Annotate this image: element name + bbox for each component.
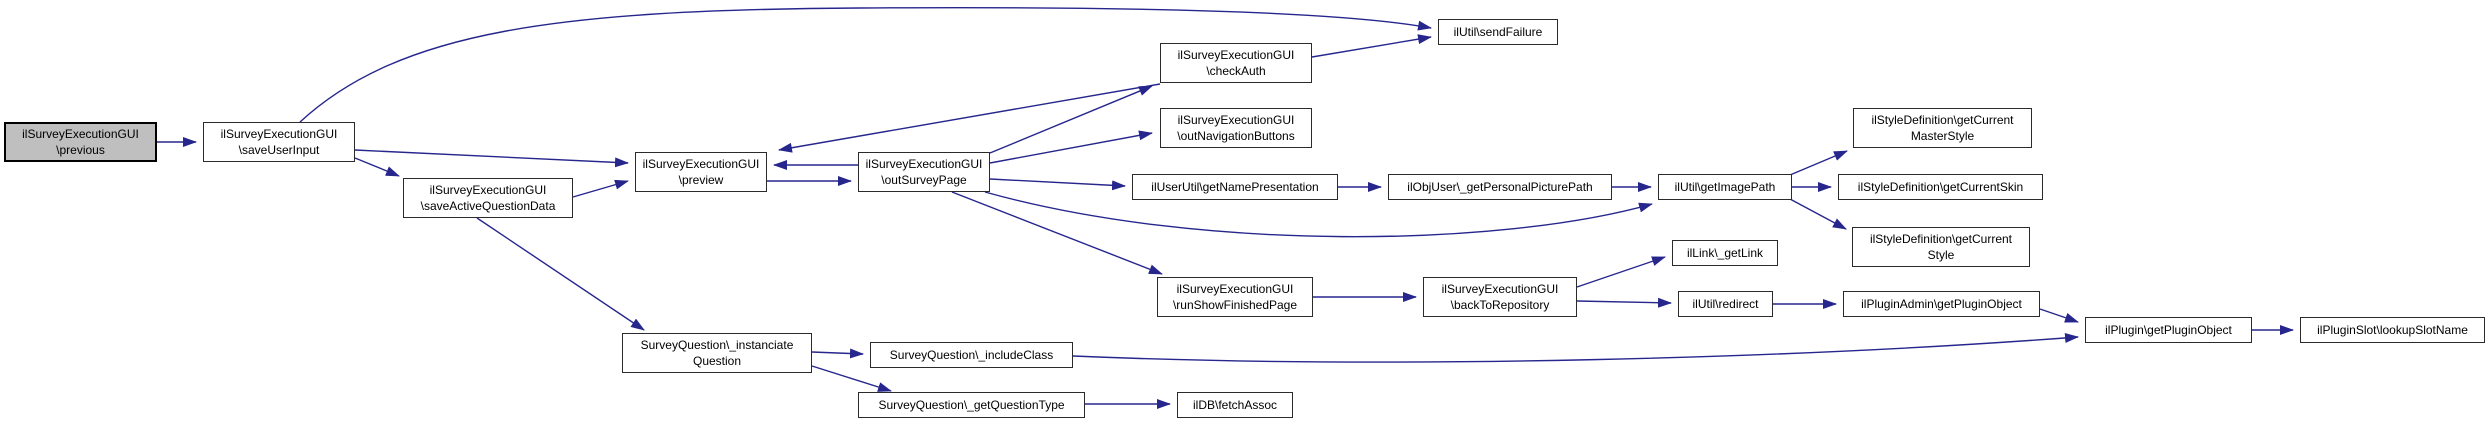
node-label: ilSurveyExecutionGUI <box>1177 113 1295 127</box>
edge-getImagePath-to-getCurrentStyle <box>1789 198 1847 230</box>
node-getCurrentSkin[interactable]: ilStyleDefinition\getCurrentSkin <box>1838 174 2043 200</box>
node-label: ilSurveyExecutionGUI <box>1176 282 1294 296</box>
node-label: SurveyQuestion\_includeClass <box>889 348 1054 362</box>
node-label: ilDB\fetchAssoc <box>1192 398 1278 412</box>
node-pluginGetPluginObject[interactable]: ilPlugin\getPluginObject <box>2085 317 2252 343</box>
node-sendFailure[interactable]: ilUtil\sendFailure <box>1438 19 1558 45</box>
node-label: \saveActiveQuestionData <box>420 199 556 213</box>
edge-saveUserInput-to-preview <box>354 149 629 168</box>
node-label: \outNavigationButtons <box>1177 129 1295 143</box>
node-label: ilUserUtil\getNamePresentation <box>1151 180 1319 194</box>
edge-instanciateQuestion-to-includeClass <box>811 348 864 359</box>
edge-backToRepository-to-getLink <box>1576 256 1666 288</box>
node-preview[interactable]: ilSurveyExecutionGUI \preview <box>635 152 767 192</box>
node-label: ilSurveyExecutionGUI <box>22 127 139 141</box>
node-outNavigationButtons[interactable]: ilSurveyExecutionGUI \outNavigationButton… <box>1160 108 1312 148</box>
node-label: ilPluginSlot\lookupSlotName <box>2317 323 2468 337</box>
edge-backToRepository-to-redirect <box>1576 297 1672 308</box>
node-label: Question <box>692 354 742 368</box>
edge-saveActiveQuestionData-to-instanciateQuestion <box>476 217 645 331</box>
node-label: ilUtil\sendFailure <box>1453 25 1543 39</box>
node-label: \runShowFinishedPage <box>1172 298 1298 312</box>
node-label: ilStyleDefinition\getCurrent <box>1869 232 2013 246</box>
node-label: \backToRepository <box>1450 298 1550 312</box>
node-label: ilObjUser\_getPersonalPicturePath <box>1407 180 1593 194</box>
node-fetchAssoc[interactable]: ilDB\fetchAssoc <box>1177 392 1293 418</box>
node-label: SurveyQuestion\_instanciate <box>640 338 794 352</box>
node-label: ilLink\_getLink <box>1686 246 1764 260</box>
edge-outSurveyPage-to-checkAuth <box>989 85 1153 154</box>
node-label: ilSurveyExecutionGUI <box>429 183 547 197</box>
node-checkAuth[interactable]: ilSurveyExecutionGUI \checkAuth <box>1160 43 1312 83</box>
node-label: ilSurveyExecutionGUI <box>1177 48 1295 62</box>
edge-outSurveyPage-to-getNamePresentation <box>989 178 1126 191</box>
node-label: ilSurveyExecutionGUI <box>220 127 338 141</box>
node-getNamePresentation[interactable]: ilUserUtil\getNamePresentation <box>1132 174 1338 200</box>
node-label: \preview <box>678 173 724 187</box>
node-saveActiveQuestionData[interactable]: ilSurveyExecutionGUI \saveActiveQuestionD… <box>403 178 573 218</box>
node-lookupSlotName[interactable]: ilPluginSlot\lookupSlotName <box>2300 317 2485 343</box>
node-label: ilUtil\getImagePath <box>1674 180 1776 194</box>
node-label: ilStyleDefinition\getCurrent <box>1871 113 2014 127</box>
edge-includeClass-to-pluginGetPluginObject <box>1072 332 2079 363</box>
node-label: ilUtil\redirect <box>1692 297 1759 311</box>
node-label: SurveyQuestion\_getQuestionType <box>878 398 1065 412</box>
node-outSurveyPage[interactable]: ilSurveyExecutionGUI \outSurveyPage <box>858 152 990 192</box>
node-redirect[interactable]: ilUtil\redirect <box>1678 291 1773 317</box>
node-getImagePath[interactable]: ilUtil\getImagePath <box>1658 174 1792 200</box>
node-pluginAdminGetPluginObject[interactable]: ilPluginAdmin\getPluginObject <box>1843 291 2040 317</box>
edge-getImagePath-to-getCurrentMasterStyle <box>1789 150 1848 176</box>
node-getQuestionType[interactable]: SurveyQuestion\_getQuestionType <box>858 392 1085 418</box>
node-label: ilStyleDefinition\getCurrentSkin <box>1857 180 2024 194</box>
node-label: MasterStyle <box>1910 129 1975 143</box>
node-label: \previous <box>56 143 105 157</box>
node-label: ilSurveyExecutionGUI <box>642 157 760 171</box>
node-getLink[interactable]: ilLink\_getLink <box>1672 240 1778 266</box>
edge-checkAuth-to-sendFailure <box>1311 34 1432 58</box>
edge-saveActiveQuestionData-to-preview <box>572 179 629 198</box>
node-runShowFinishedPage[interactable]: ilSurveyExecutionGUI \runShowFinishedPage <box>1157 277 1313 317</box>
edge-pluginAdminGetPluginObject-to-pluginGetPluginObject <box>2039 308 2079 323</box>
node-label: Style <box>1927 248 1955 262</box>
edge-outSurveyPage-to-runShowFinishedPage <box>951 191 1163 275</box>
node-label: ilPluginAdmin\getPluginObject <box>1861 297 2022 311</box>
node-label: ilSurveyExecutionGUI <box>865 157 983 171</box>
edge-saveUserInput-to-saveActiveQuestionData <box>354 157 400 177</box>
edge-instanciateQuestion-to-getQuestionType <box>811 365 892 392</box>
edge-checkAuth-to-preview <box>778 83 1161 153</box>
node-saveUserInput[interactable]: ilSurveyExecutionGUI \saveUserInput <box>203 122 355 162</box>
node-backToRepository[interactable]: ilSurveyExecutionGUI \backToRepository <box>1423 277 1577 317</box>
node-label: \saveUserInput <box>238 143 320 157</box>
node-label: \checkAuth <box>1206 64 1266 78</box>
node-getPersonalPicturePath[interactable]: ilObjUser\_getPersonalPicturePath <box>1388 174 1612 200</box>
node-label: ilPlugin\getPluginObject <box>2105 323 2232 337</box>
node-label: ilSurveyExecutionGUI <box>1441 282 1559 296</box>
node-previous: ilSurveyExecutionGUI \previous <box>4 122 157 162</box>
edge-outSurveyPage-to-outNavigationButtons <box>989 130 1153 164</box>
node-includeClass[interactable]: SurveyQuestion\_includeClass <box>870 342 1073 368</box>
node-label: \outSurveyPage <box>881 173 967 187</box>
